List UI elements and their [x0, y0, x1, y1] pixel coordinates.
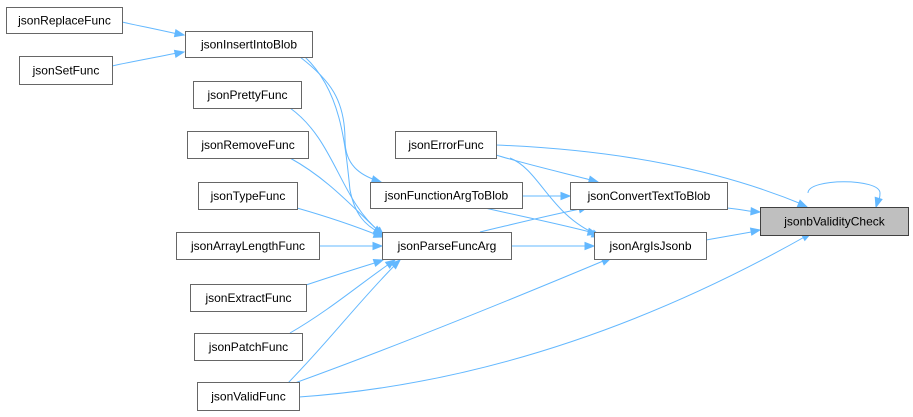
- node-json-insert-into-blob[interactable]: jsonInsertIntoBlob: [185, 31, 313, 58]
- arrowhead: [372, 258, 385, 267]
- node-box: [197, 382, 300, 411]
- node-box: [198, 182, 298, 210]
- edge-line: [291, 258, 609, 385]
- edge-json-convert-text-to-blob-to-jsonb-validity-check: [726, 207, 762, 216]
- edge-json-replace-func-to-json-insert-into-blob: [121, 21, 186, 38]
- node-label: jsonArrayLengthFunc: [190, 239, 305, 253]
- edges-layer: [111, 21, 883, 398]
- node-box: [395, 131, 497, 159]
- node-label: jsonArgIsJsonb: [608, 239, 691, 253]
- node-label: jsonValidFunc: [210, 390, 285, 404]
- node-json-function-arg-to-blob[interactable]: jsonFunctionArgToBlob: [370, 182, 523, 209]
- edge-jsonb-validity-check-to-jsonb-validity-check: [807, 181, 883, 209]
- edge-line: [296, 207, 381, 237]
- node-json-array-length-func[interactable]: jsonArrayLengthFunc: [176, 232, 320, 260]
- node-label: jsonPatchFunc: [208, 340, 288, 354]
- node-jsonb-validity-check[interactable]: jsonbValidityCheck: [760, 207, 909, 236]
- edge-json-insert-into-blob-to-json-function-arg-to-blob: [299, 56, 383, 184]
- node-json-patch-func[interactable]: jsonPatchFunc: [194, 333, 303, 361]
- edge-json-arg-is-jsonb-to-jsonb-validity-check: [705, 227, 762, 241]
- node-box: [190, 284, 307, 312]
- arrowhead: [390, 259, 402, 270]
- edge-json-function-arg-to-blob-to-json-convert-text-to-blob: [522, 191, 572, 201]
- node-label: jsonErrorFunc: [407, 138, 483, 152]
- node-label: jsonTypeFunc: [210, 189, 286, 203]
- nodes-layer: jsonReplaceFunc jsonSetFunc jsonInsertInto…: [6, 7, 909, 411]
- edge-line: [479, 207, 586, 233]
- node-json-set-func[interactable]: jsonSetFunc: [19, 56, 113, 85]
- node-json-replace-func[interactable]: jsonReplaceFunc: [6, 7, 123, 34]
- edge-line: [121, 21, 183, 36]
- arrowhead: [584, 241, 596, 251]
- arrowhead: [560, 191, 572, 201]
- node-box: [6, 7, 123, 34]
- edge-line: [509, 157, 599, 236]
- node-label: jsonFunctionArgToBlob: [384, 189, 509, 203]
- arrowhead: [173, 28, 186, 38]
- edge-line: [289, 107, 381, 233]
- edge-json-pretty-func-to-json-parse-func-arg: [289, 107, 385, 235]
- node-box: [193, 81, 302, 109]
- edge-line: [705, 230, 758, 241]
- edge-json-array-length-func-to-json-parse-func-arg: [319, 241, 384, 251]
- edge-line: [484, 207, 595, 234]
- arrowhead: [750, 207, 762, 216]
- node-box: [594, 232, 707, 260]
- node-label: jsonInsertIntoBlob: [200, 38, 297, 52]
- node-box: [370, 182, 523, 209]
- node-box: [382, 232, 512, 260]
- node-json-convert-text-to-blob[interactable]: jsonConvertTextToBlob: [570, 182, 728, 210]
- node-label: jsonRemoveFunc: [200, 138, 294, 152]
- edge-json-valid-func-to-json-parse-func-arg: [287, 259, 402, 384]
- edge-line: [289, 157, 383, 235]
- arrowhead: [173, 49, 186, 59]
- node-label: jsonReplaceFunc: [17, 14, 111, 28]
- edge-line: [111, 51, 183, 67]
- edge-json-parse-func-arg-to-json-arg-is-jsonb: [511, 241, 596, 251]
- node-box: [194, 333, 303, 361]
- edge-line: [289, 261, 393, 334]
- edge-line: [298, 234, 809, 398]
- edge-line: [304, 56, 381, 234]
- edge-json-error-func-to-json-convert-text-to-blob: [495, 154, 600, 184]
- edge-json-valid-func-to-json-arg-is-jsonb: [291, 257, 613, 385]
- node-box: [570, 182, 728, 210]
- edge-line: [807, 181, 881, 206]
- node-json-type-func[interactable]: jsonTypeFunc: [198, 182, 298, 210]
- node-json-error-func[interactable]: jsonErrorFunc: [395, 131, 497, 159]
- node-label: jsonPrettyFunc: [206, 88, 287, 102]
- edge-json-type-func-to-json-parse-func-arg: [296, 207, 385, 238]
- node-json-arg-is-jsonb[interactable]: jsonArgIsJsonb: [594, 232, 707, 260]
- node-json-extract-func[interactable]: jsonExtractFunc: [190, 284, 307, 312]
- arrowhead: [372, 229, 385, 238]
- node-label: jsonbValidityCheck: [783, 215, 885, 229]
- edge-json-set-func-to-json-insert-into-blob: [111, 49, 186, 67]
- arrowhead: [874, 196, 883, 209]
- node-label: jsonSetFunc: [32, 64, 100, 78]
- node-box: [19, 56, 113, 85]
- node-label: jsonParseFuncArg: [397, 239, 497, 253]
- edge-line: [305, 260, 382, 286]
- edge-line: [287, 261, 399, 384]
- node-json-remove-func[interactable]: jsonRemoveFunc: [187, 131, 309, 159]
- node-box: [760, 207, 909, 236]
- node-json-pretty-func[interactable]: jsonPrettyFunc: [193, 81, 302, 109]
- edge-json-error-func-to-jsonb-validity-check: [495, 144, 809, 208]
- edge-json-valid-func-to-jsonb-validity-check: [298, 232, 813, 398]
- node-label: jsonConvertTextToBlob: [587, 189, 711, 203]
- edge-json-extract-func-to-json-parse-func-arg: [305, 258, 385, 286]
- node-box: [187, 131, 309, 159]
- edge-line: [495, 144, 805, 206]
- node-json-valid-func[interactable]: jsonValidFunc: [197, 382, 300, 411]
- arrowhead: [372, 241, 384, 251]
- node-label: jsonExtractFunc: [204, 291, 291, 305]
- arrowhead: [749, 227, 762, 236]
- edge-line: [495, 154, 596, 182]
- node-box: [176, 232, 320, 260]
- arrowhead: [370, 175, 383, 184]
- arrowhead: [796, 199, 809, 208]
- node-json-parse-func-arg[interactable]: jsonParseFuncArg: [382, 232, 512, 260]
- node-box: [185, 31, 313, 58]
